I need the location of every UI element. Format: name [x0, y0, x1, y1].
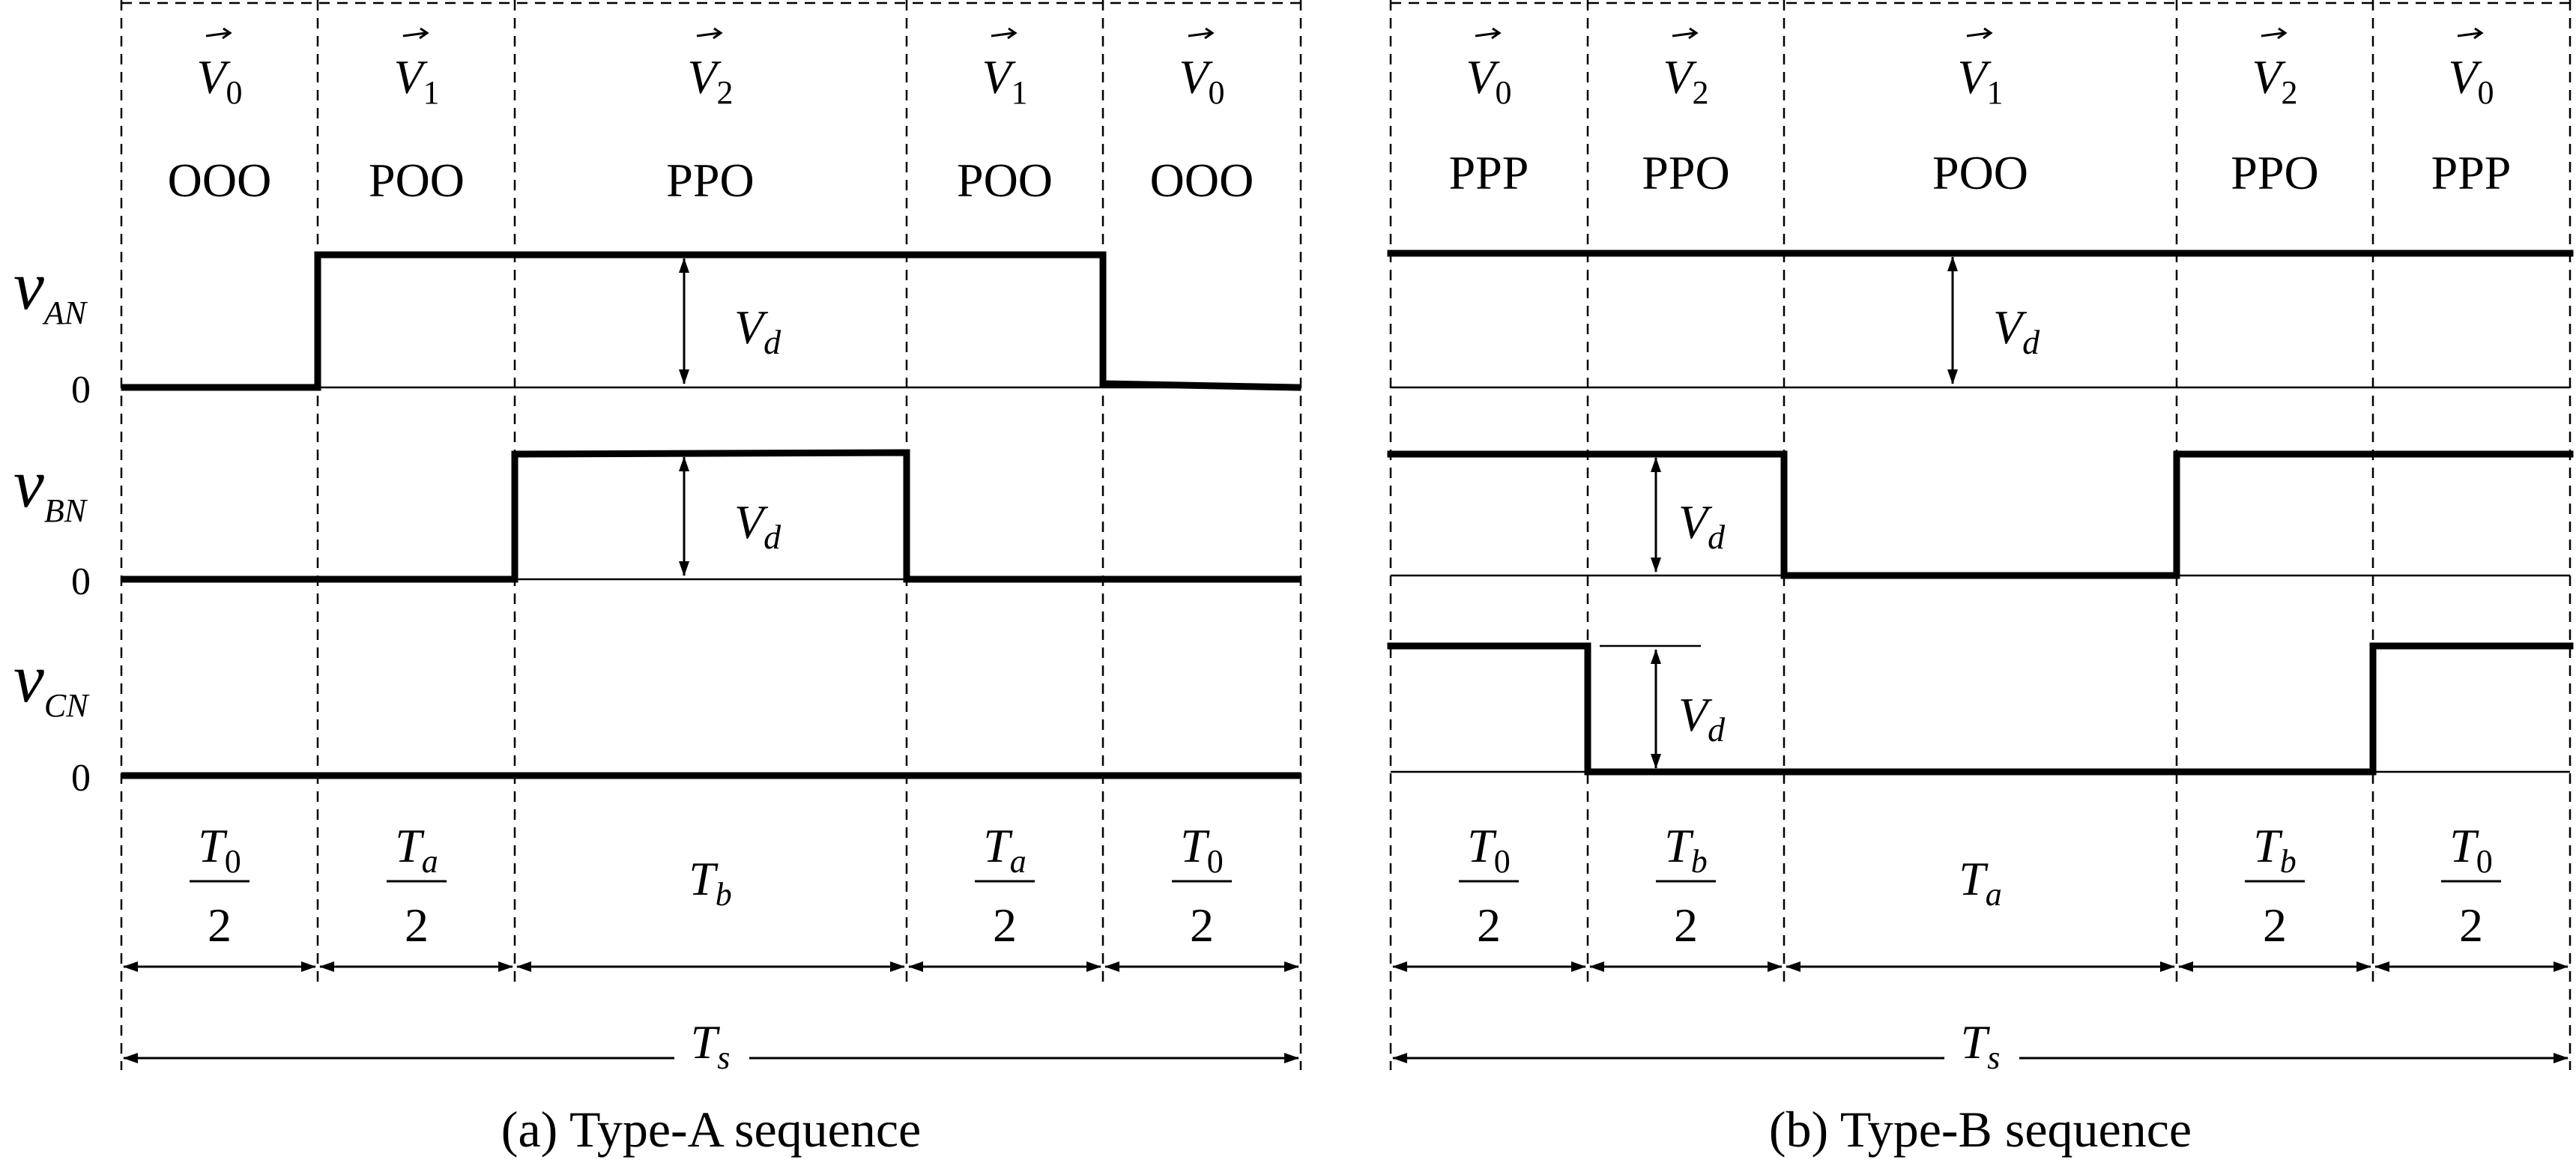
- svg-text:POO: POO: [1932, 146, 2028, 199]
- svg-text:Tb: Tb: [689, 852, 732, 913]
- svg-text:2: 2: [1190, 898, 1214, 952]
- svg-text:Ta: Ta: [983, 819, 1027, 880]
- signal-labels: vAN 0 vBN 0 vCN 0: [13, 247, 91, 800]
- svg-text:OOO: OOO: [1150, 154, 1254, 207]
- time-label: T0 2: [2441, 819, 2501, 952]
- svg-text:V0: V0: [1179, 50, 1224, 111]
- svg-text:Vd: Vd: [1993, 300, 2040, 361]
- vector-header: V0 OOO: [1150, 50, 1254, 207]
- signal-label-vcn: vCN: [13, 640, 90, 724]
- panel-b: V0 PPP V2 PPO V1 POO V2 PPO V0 PPP: [1387, 0, 2574, 1158]
- svg-text:2: 2: [1477, 898, 1501, 952]
- svg-text:V1: V1: [1957, 50, 2003, 111]
- svg-text:Ts: Ts: [1961, 1015, 2001, 1076]
- waveform-vbn: [1387, 450, 2574, 579]
- panel-a-period: Ts: [123, 1015, 1299, 1076]
- vector-header: V0 PPP: [1449, 50, 1529, 199]
- svg-text:2: 2: [993, 898, 1017, 952]
- svg-text:PPO: PPO: [2231, 146, 2318, 199]
- svg-text:T0: T0: [1467, 819, 1511, 880]
- panel-a: V0 OOO V1 POO V2 PPO V1 POO V0 OOO: [120, 0, 1302, 1158]
- panel-a-time-labels: T0 2 Ta 2 Tb Ta 2 T0 2: [190, 819, 1232, 952]
- svg-text:T0: T0: [1180, 819, 1224, 880]
- time-label: T0 2: [1459, 819, 1519, 952]
- svg-text:Ta: Ta: [395, 819, 438, 880]
- svg-text:Tb: Tb: [1664, 819, 1708, 880]
- svg-text:POO: POO: [369, 154, 465, 207]
- panel-b-period: Ts: [1392, 1015, 2569, 1076]
- svg-text:POO: POO: [957, 154, 1053, 207]
- svg-text:PPO: PPO: [1642, 146, 1729, 199]
- caption-a: (a) Type-A sequence: [501, 1101, 921, 1158]
- vector-arrows: [1475, 27, 2484, 40]
- svg-text:V0: V0: [1466, 50, 1511, 111]
- svg-text:T0: T0: [2449, 819, 2493, 880]
- svg-text:PPP: PPP: [1449, 146, 1529, 199]
- time-label: T0 2: [1172, 819, 1232, 952]
- svg-text:Vd: Vd: [734, 300, 781, 361]
- svg-text:V2: V2: [687, 50, 733, 111]
- time-label: Tb: [689, 852, 732, 913]
- svg-text:2: 2: [1674, 898, 1698, 952]
- time-label: T0 2: [190, 819, 250, 952]
- vector-header: V0 PPP: [2431, 50, 2512, 199]
- svg-text:2: 2: [208, 898, 232, 952]
- waveform-vbn: [121, 449, 1301, 583]
- svg-text:T0: T0: [198, 819, 241, 880]
- vd-dimension-cn: Vd: [1600, 644, 1726, 769]
- panel-b-grid: [1389, 0, 2572, 1070]
- signal-label-vbn: vBN: [13, 445, 88, 529]
- svg-text:V0: V0: [2448, 50, 2494, 111]
- svg-text:V1: V1: [393, 50, 439, 111]
- zero-label: 0: [71, 561, 91, 603]
- svg-text:2: 2: [2263, 898, 2287, 952]
- caption-b: (b) Type-B sequence: [1769, 1101, 2192, 1158]
- svg-text:2: 2: [2459, 898, 2483, 952]
- zero-label: 0: [71, 757, 91, 800]
- time-label: Ta 2: [387, 819, 447, 952]
- vector-header: V2 PPO: [1642, 50, 1729, 199]
- panel-a-vector-headers: V0 OOO V1 POO V2 PPO V1 POO V0 OOO: [168, 27, 1254, 207]
- svg-text:V2: V2: [2252, 50, 2297, 111]
- svg-text:V1: V1: [982, 50, 1027, 111]
- waveform-vcn: [1387, 642, 2574, 776]
- svg-text:Ta: Ta: [1959, 852, 2002, 913]
- svg-text:Vd: Vd: [734, 495, 781, 556]
- waveform-van: [121, 251, 1301, 391]
- time-label: Tb 2: [2245, 819, 2305, 952]
- vector-arrows: [205, 27, 1215, 40]
- svg-text:Vd: Vd: [1678, 688, 1726, 749]
- svg-text:V0: V0: [196, 50, 242, 111]
- vector-header: V0 OOO: [168, 50, 272, 207]
- time-label: Ta: [1959, 852, 2002, 913]
- vd-dimension-an: Vd: [1947, 256, 2040, 384]
- svg-text:OOO: OOO: [168, 154, 272, 207]
- svg-text:2: 2: [405, 898, 429, 952]
- vector-header: V1 POO: [957, 50, 1053, 207]
- svg-text:PPO: PPO: [666, 154, 754, 207]
- panel-a-grid: [120, 0, 1302, 1070]
- vd-dimension-an: Vd: [679, 258, 781, 384]
- panel-b-vector-headers: V0 PPP V2 PPO V1 POO V2 PPO V0 PPP: [1449, 27, 2512, 199]
- svg-text:Tb: Tb: [2253, 819, 2297, 880]
- svg-text:Ts: Ts: [691, 1015, 731, 1076]
- svg-text:Vd: Vd: [1678, 495, 1726, 556]
- panel-b-time-labels: T0 2 Tb 2 Ta Tb 2 T0 2: [1459, 819, 2501, 952]
- vector-header: V1 POO: [369, 50, 465, 207]
- time-label: Tb 2: [1656, 819, 1716, 952]
- svg-text:PPP: PPP: [2431, 146, 2512, 199]
- vector-header: V2 PPO: [666, 50, 754, 207]
- vd-dimension-bn: Vd: [1651, 457, 1726, 573]
- vector-header: V1 POO: [1932, 50, 2028, 199]
- zero-label: 0: [71, 369, 91, 411]
- svg-text:V2: V2: [1663, 50, 1708, 111]
- signal-label-van: vAN: [13, 247, 88, 331]
- vector-header: V2 PPO: [2231, 50, 2318, 199]
- time-label: Ta 2: [975, 819, 1035, 952]
- vd-dimension-bn: Vd: [679, 456, 781, 576]
